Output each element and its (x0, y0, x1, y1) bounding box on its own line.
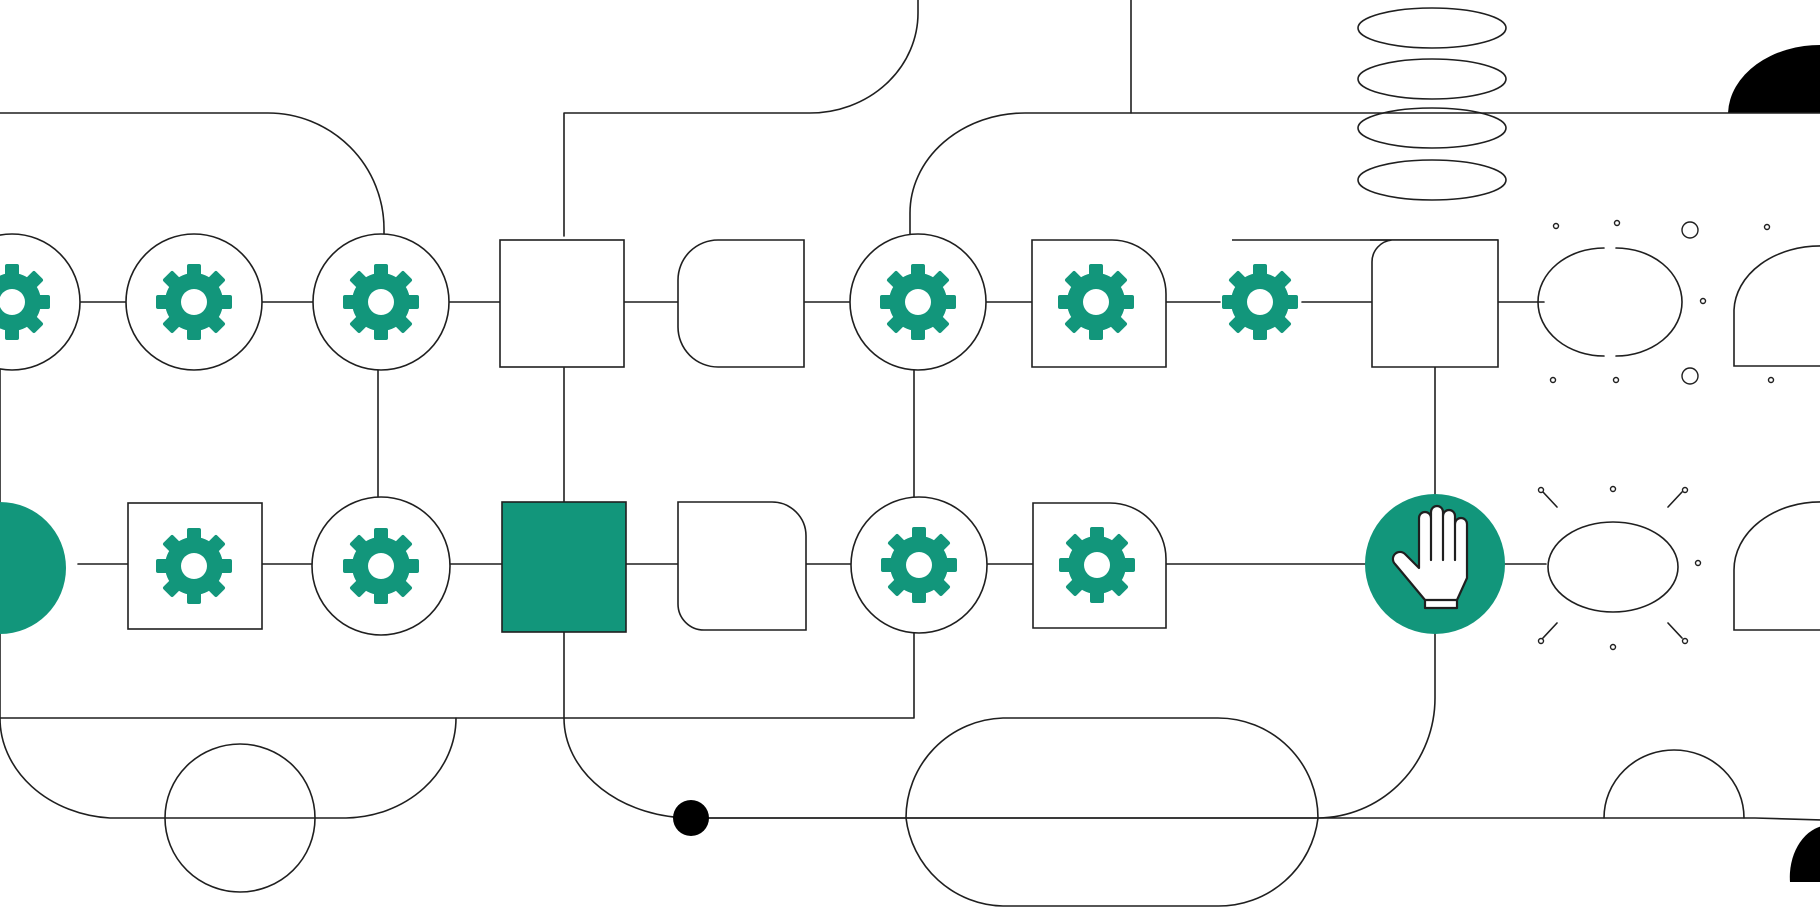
gear-icon (156, 528, 232, 604)
glowing-ellipse-bottom (1537, 485, 1702, 651)
top-row (0, 219, 1820, 385)
node-square (1370, 239, 1499, 368)
corner-blob-top-right (1728, 45, 1820, 113)
junction-dot (673, 800, 709, 836)
node-rounded-left-square (677, 239, 805, 368)
node-arch (1733, 501, 1820, 631)
gear-icon (1059, 527, 1135, 603)
gear-icon (156, 264, 232, 340)
node-arch (1733, 245, 1820, 367)
node-rounded-right-square (677, 501, 807, 631)
node-half-disc (0, 502, 66, 634)
hand-cursor-icon (1391, 504, 1469, 610)
gear-icon (1222, 264, 1298, 340)
gear-icons (0, 264, 1298, 604)
node-square (499, 239, 625, 368)
glowing-ellipse-top (1537, 219, 1775, 385)
node-square-filled (501, 501, 627, 633)
gear-icon (343, 264, 419, 340)
gear-icon (343, 528, 419, 604)
gear-icon (881, 527, 957, 603)
gear-icon (1058, 264, 1134, 340)
corner-blob-bottom-right (1789, 826, 1820, 882)
gear-icon (880, 264, 956, 340)
